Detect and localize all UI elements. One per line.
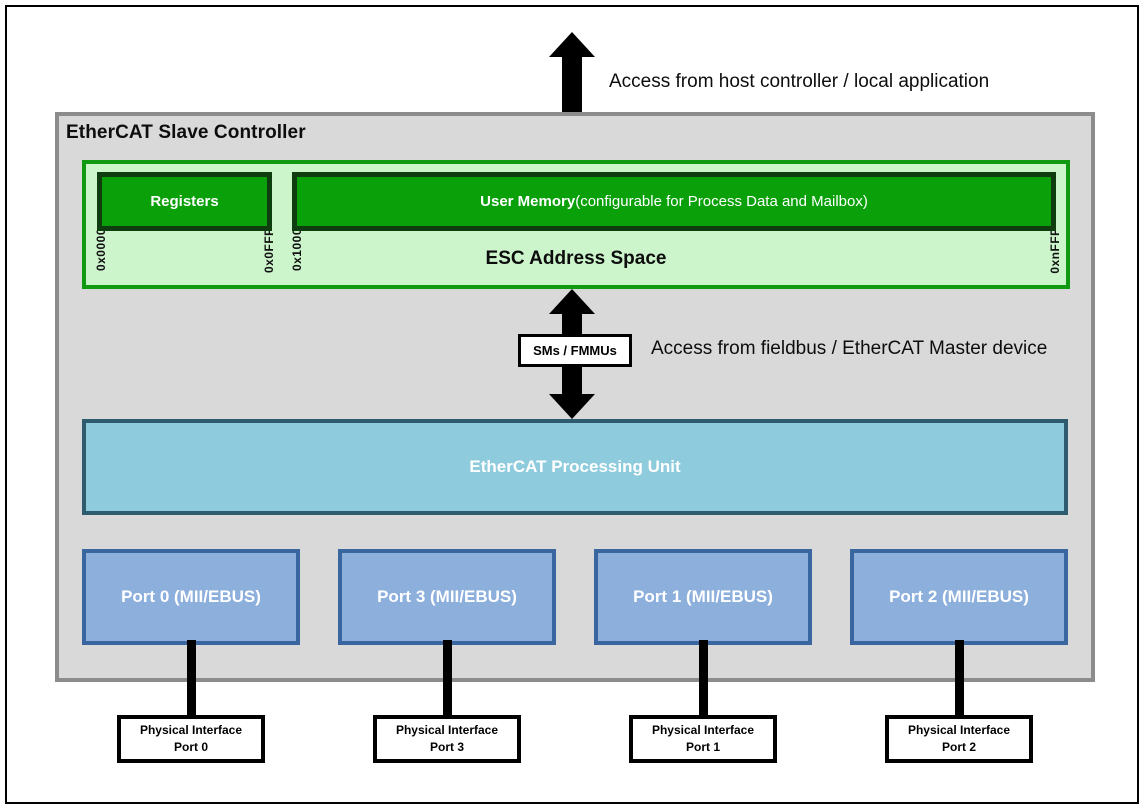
physical-interface-line1-3: Physical Interface: [395, 722, 499, 737]
port-box-2[interactable]: Port 2 (MII/EBUS): [850, 549, 1068, 645]
port-box-1[interactable]: Port 1 (MII/EBUS): [594, 549, 812, 645]
port-label-1: Port 1 (MII/EBUS): [633, 587, 773, 606]
physical-interface-line2-2: Port 2: [941, 740, 976, 754]
connector-port-0: [187, 640, 196, 720]
physical-interface-box-0[interactable]: Physical Interface Port 0: [117, 715, 265, 763]
connector-port-3: [443, 640, 452, 720]
esc-address-space-label: ESC Address Space: [485, 248, 667, 269]
ethercat-processing-unit-label: EtherCAT Processing Unit: [469, 457, 681, 476]
sms-fmmus-label: SMs / FMMUs: [533, 343, 617, 358]
host-access-label: Access from host controller / local appl…: [609, 71, 990, 92]
user-memory-sublabel: (configurable for Process Data and Mailb…: [575, 193, 868, 210]
physical-interface-line1-1: Physical Interface: [651, 722, 755, 737]
port-box-3[interactable]: Port 3 (MII/EBUS): [338, 549, 556, 645]
ethercat-processing-unit-box[interactable]: EtherCAT Processing Unit: [82, 419, 1068, 515]
port-box-0[interactable]: Port 0 (MII/EBUS): [82, 549, 300, 645]
page-title: EtherCAT Slave Controller: [66, 122, 306, 143]
physical-interface-line1-2: Physical Interface: [907, 722, 1011, 737]
host-access-arrow: [548, 32, 596, 162]
port-label-2: Port 2 (MII/EBUS): [889, 587, 1029, 606]
physical-interface-box-3[interactable]: Physical Interface Port 3: [373, 715, 521, 763]
connector-port-1: [699, 640, 708, 720]
user-memory-label: User Memory: [480, 193, 576, 210]
registers-box[interactable]: Registers: [97, 172, 272, 231]
physical-interface-box-1[interactable]: Physical Interface Port 1: [629, 715, 777, 763]
page-border: [5, 5, 1139, 804]
physical-interface-line1-0: Physical Interface: [139, 722, 243, 737]
user-memory-box[interactable]: User Memory (configurable for Process Da…: [292, 172, 1056, 231]
port-label-3: Port 3 (MII/EBUS): [377, 587, 517, 606]
physical-interface-line2-1: Port 1: [685, 740, 720, 754]
registers-label: Registers: [150, 193, 219, 210]
physical-interface-box-2[interactable]: Physical Interface Port 2: [885, 715, 1033, 763]
physical-interface-line2-3: Port 3: [429, 740, 464, 754]
connector-port-2: [955, 640, 964, 720]
port-label-0: Port 0 (MII/EBUS): [121, 587, 261, 606]
fieldbus-access-label: Access from fieldbus / EtherCAT Master d…: [651, 338, 1048, 359]
physical-interface-line2-0: Port 0: [173, 740, 208, 754]
sms-fmmus-box[interactable]: SMs / FMMUs: [518, 334, 632, 367]
